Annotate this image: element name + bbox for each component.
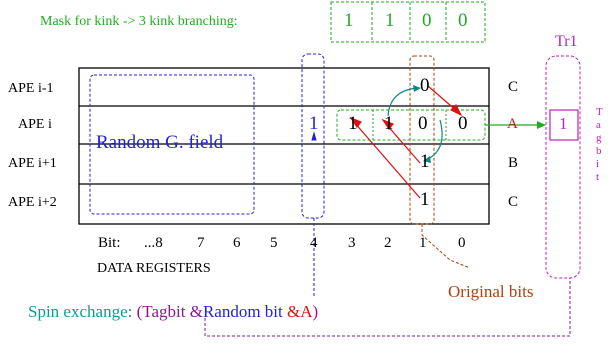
bit-tick-7: 7 bbox=[197, 235, 205, 251]
mask-boxes bbox=[330, 1, 486, 43]
bit-tick-6: 6 bbox=[233, 235, 241, 251]
col1-bit-ape-i-1: 0 bbox=[420, 75, 430, 96]
col1-bit-ape-i+2: 1 bbox=[420, 189, 430, 210]
mask-bit-4: 0 bbox=[458, 10, 468, 31]
bit-tick-0: 0 bbox=[458, 235, 466, 251]
row-i-bit-0: 0 bbox=[458, 113, 468, 134]
random-field-label: Random G. field bbox=[96, 132, 224, 153]
spin-exchange-prefix: Spin exchange: bbox=[28, 302, 133, 321]
mask-bit-1: 1 bbox=[344, 10, 354, 31]
random-field-box bbox=[89, 74, 255, 215]
bit-tick-1: 1 bbox=[419, 235, 427, 251]
bit4-marker bbox=[311, 131, 317, 141]
bit-tick-3: 3 bbox=[348, 235, 356, 251]
row-i-bit-2: 1 bbox=[384, 113, 394, 134]
row-i-bit-4: 1 bbox=[309, 113, 319, 134]
row-right-label-a: A bbox=[507, 116, 518, 132]
tr1-label: Tr1 bbox=[555, 33, 578, 50]
spin-exchange-path bbox=[204, 278, 571, 337]
original-bits-label: Original bits bbox=[448, 282, 534, 301]
tr1-value: 1 bbox=[559, 114, 568, 133]
row-i-bit-3: 1 bbox=[348, 113, 358, 134]
bit-tick-5: 5 bbox=[270, 235, 278, 251]
row-i-bit-dividers bbox=[372, 110, 447, 140]
original-bits-path bbox=[421, 224, 471, 269]
row-right-label-b: B bbox=[508, 155, 519, 171]
bit-axis-label: Bit: bbox=[98, 235, 121, 251]
spin-exchange-random-bit: Random bit bbox=[202, 302, 283, 321]
spin-exchange-text: Spin exchange: (Tagbit &Random bit &A) bbox=[28, 303, 318, 320]
row-label-ape-i: APE i bbox=[18, 117, 52, 132]
spin-exchange-amp2: &A bbox=[287, 302, 313, 321]
teal-arrowhead-1 bbox=[413, 85, 421, 92]
mask-label: Mask for kink -> 3 kink branching: bbox=[40, 14, 238, 29]
row-label-ape-i-1: APE i-1 bbox=[8, 81, 54, 96]
spin-exchange-amp1: & bbox=[189, 302, 203, 321]
row-label-ape-i+2: APE i+2 bbox=[8, 195, 57, 210]
bit-tick-8: ...8 bbox=[144, 235, 163, 251]
row-i-bit-1: 0 bbox=[418, 113, 428, 134]
teal-arrowhead-2 bbox=[423, 156, 431, 163]
tr1-cell bbox=[549, 109, 579, 141]
mask-box-outer bbox=[330, 1, 486, 43]
spin-exchange-close-paren: ) bbox=[312, 302, 319, 321]
red-arrows bbox=[349, 85, 463, 199]
row-right-label-c-bottom: C bbox=[508, 194, 519, 210]
row-right-label-c-top: C bbox=[508, 79, 519, 95]
mask-bit-2: 1 bbox=[385, 10, 395, 31]
spin-exchange-tagbit: Tagbit bbox=[142, 302, 186, 321]
data-registers-label: DATA REGISTERS bbox=[97, 261, 211, 276]
spin-exchange-open-paren: ( bbox=[136, 302, 143, 321]
bit4-column-box bbox=[301, 53, 325, 219]
bit-tick-4: 4 bbox=[310, 235, 318, 251]
green-arrowhead bbox=[537, 121, 546, 129]
mask-bit-3: 0 bbox=[422, 10, 432, 31]
bit-tick-2: 2 bbox=[384, 235, 392, 251]
register-grid bbox=[78, 67, 490, 225]
tagbit-vertical-text: T a g b i t bbox=[596, 106, 603, 183]
col1-bit-ape-i+1: 1 bbox=[420, 151, 430, 172]
tr1-column-box bbox=[545, 55, 581, 279]
row-label-ape-i+1: APE i+1 bbox=[8, 156, 57, 171]
